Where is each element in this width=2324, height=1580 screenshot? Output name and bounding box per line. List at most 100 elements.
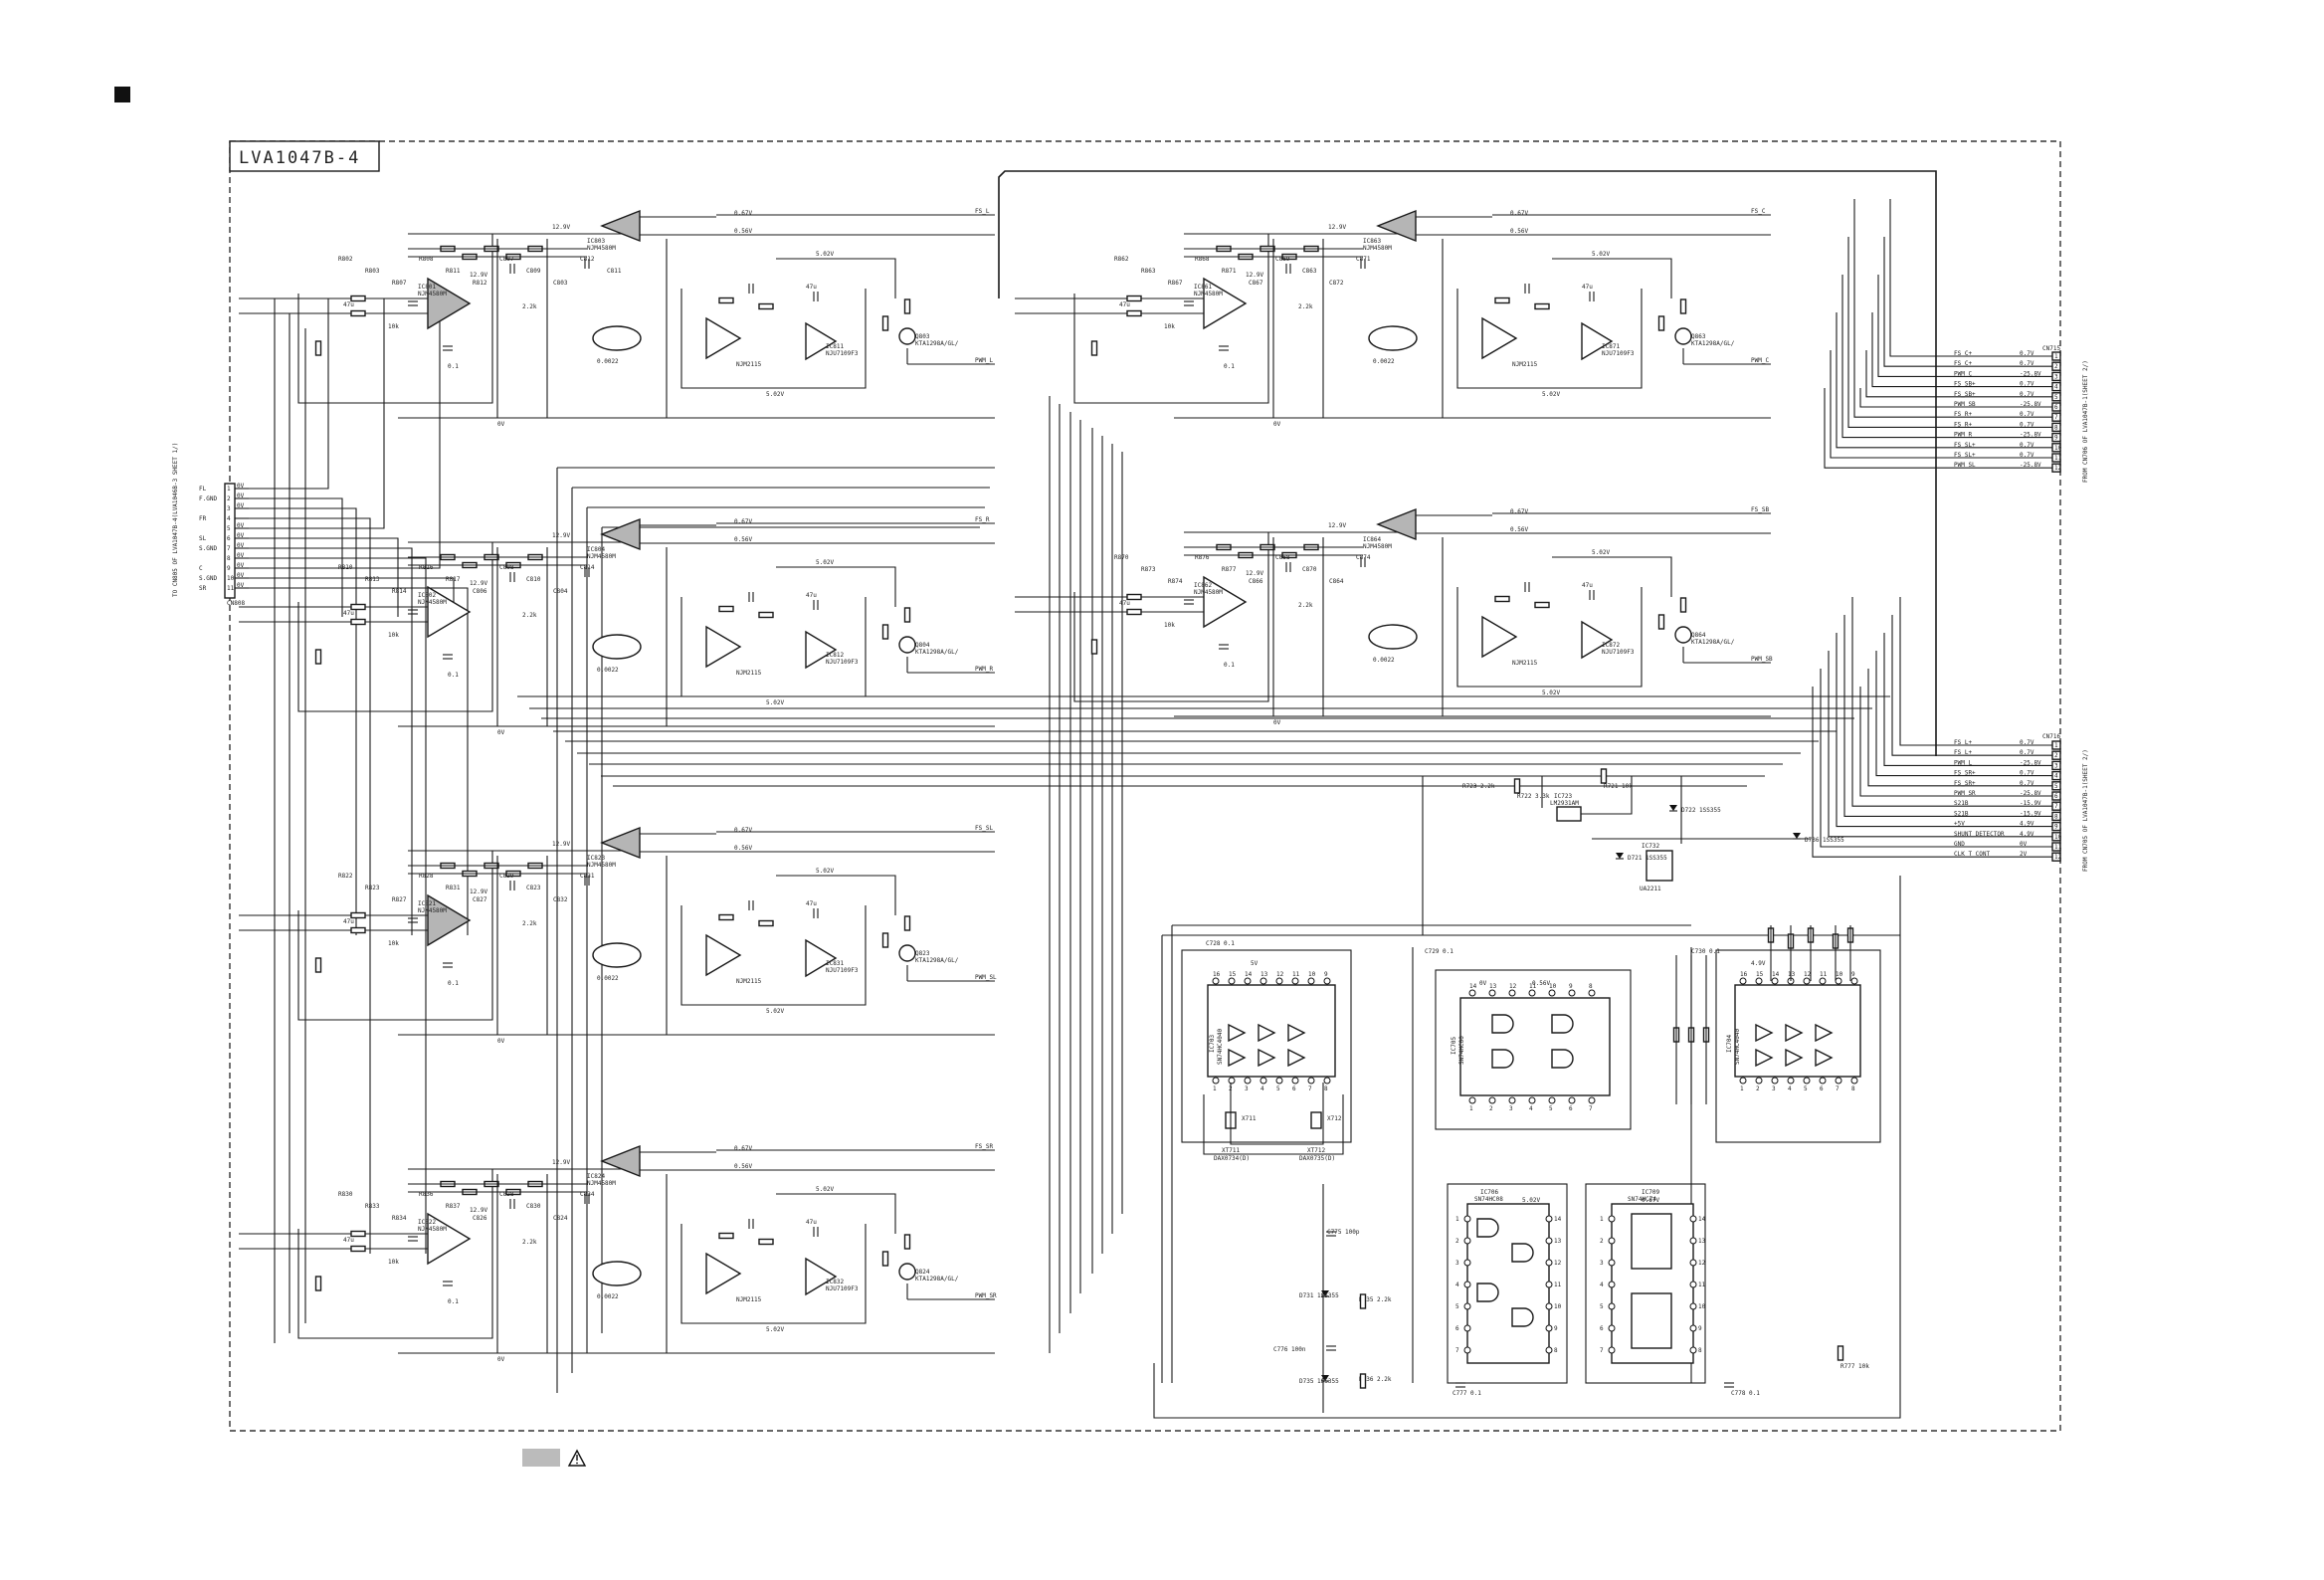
voltage-label: 0.67V: [734, 827, 752, 834]
part-ref: R802: [338, 256, 353, 263]
pin-number: 14: [1245, 971, 1253, 978]
signal-name: PWM_L: [1954, 759, 1972, 766]
comparator-ref: IC832: [826, 1279, 844, 1285]
signal-voltage: -25.8V: [2020, 401, 2041, 408]
ic-pin: [1545, 1237, 1553, 1245]
amp-ic-part: NJM4580M: [418, 1226, 447, 1233]
pin-number: 6: [1292, 1086, 1296, 1092]
voltage-label: 0.56V: [734, 845, 752, 852]
cap-value: 47u: [343, 918, 354, 925]
pin-number: 7: [2054, 414, 2058, 421]
pin-box: [2051, 852, 2061, 862]
pin-number: 8: [2054, 813, 2058, 820]
cap-value: 0.0022: [597, 667, 619, 674]
resistor: [1534, 302, 1550, 310]
amp-ic-part: NJM4580M: [1194, 291, 1223, 297]
pin-number: 4: [2054, 384, 2058, 391]
amp-ic-ref: IC801: [418, 284, 436, 291]
pin-number: 9: [2054, 824, 2058, 831]
voltage-label: 0V: [497, 1356, 505, 1363]
capacitor: [509, 881, 515, 890]
second-opamp-part: NJM2115: [736, 361, 762, 368]
ic-pin: [1568, 1096, 1576, 1104]
capacitor: [748, 592, 754, 602]
pin-box: [2051, 750, 2061, 760]
ic-pin: [1739, 977, 1747, 985]
res-value: 2.2k: [522, 920, 537, 927]
part-ref: C870: [1302, 566, 1317, 573]
xt711-ref: XT711: [1222, 1147, 1240, 1154]
crystal-wire: [1203, 1094, 1344, 1155]
second-stage-box: [680, 597, 867, 697]
buffer-opamp: [600, 517, 641, 551]
and-gate: [1476, 1283, 1499, 1302]
cn808-caption: TO CN805 OF LVA1047B-4(LVA1046B-3 SHEET …: [172, 443, 179, 597]
ic-pin: [1689, 1237, 1697, 1245]
voltage-label: 12.9V: [552, 532, 570, 539]
buffer-gate: [1755, 1048, 1774, 1068]
res-value: 10k: [1164, 323, 1175, 330]
resistor: [1494, 595, 1510, 603]
logic-voltage: 0.56V: [1532, 980, 1550, 987]
pin-number: 15: [1756, 971, 1764, 978]
second-stage-box: [1456, 587, 1643, 688]
buffer-gate: [1785, 1048, 1804, 1068]
ic-pin: [1212, 1077, 1220, 1085]
part-ref: C864: [1329, 578, 1344, 585]
pin-number: 1: [1469, 1105, 1473, 1112]
pin-number: 3: [1455, 1260, 1459, 1267]
resistor: [1126, 309, 1142, 317]
resistor: [1359, 1373, 1367, 1389]
signal-voltage: 0.7V: [2020, 391, 2034, 398]
pin-number: 13: [1554, 1238, 1562, 1245]
ic-pin: [1528, 989, 1536, 997]
comparator-opamp: [1581, 321, 1614, 361]
board-frame: [229, 140, 2061, 1432]
resistor: [1534, 601, 1550, 609]
buffer-gate: [1287, 1048, 1306, 1068]
res-value: 2.2k: [1298, 602, 1313, 609]
capacitor: [408, 1236, 418, 1242]
part-ref: R817: [446, 576, 461, 583]
cn715-ref: CN715: [2042, 345, 2060, 352]
buffer-opamp: [600, 209, 641, 243]
comparator-ref: IC831: [826, 960, 844, 967]
logic-voltage: 0.67V: [1642, 1197, 1659, 1204]
pin-name: S.GND: [199, 575, 217, 582]
crystal-xt712: XT712 DAX0735(D) X712: [1299, 1111, 1342, 1162]
cap-value: 47u: [1119, 301, 1130, 308]
pin-number: 5: [1804, 1086, 1808, 1092]
capacitor: [748, 1219, 754, 1229]
second-opamp-part: NJM2115: [736, 1296, 762, 1303]
ic-pin: [1835, 977, 1842, 985]
signal-name: S21B: [1954, 810, 1969, 817]
signal-voltage: 0V: [2020, 841, 2028, 848]
cap-label: C775 100p: [1327, 1229, 1360, 1236]
voltage-label: 0.56V: [734, 228, 752, 235]
signal-voltage: 0.7V: [2020, 452, 2034, 459]
cap-value: 0.1: [448, 980, 459, 987]
buffer-ic-ref: IC864: [1363, 536, 1381, 543]
buffer-opamp: [600, 826, 641, 860]
pin-number: 8: [2054, 424, 2058, 431]
pin-number: 10: [1554, 1303, 1562, 1310]
pin-number: 13: [1489, 983, 1497, 990]
res-value: 10k: [388, 1259, 399, 1266]
ic706-ref: IC706: [1480, 1189, 1498, 1196]
buffer-ic-ref: IC803: [587, 238, 605, 245]
cn715-fan: [1889, 199, 1950, 357]
pin-number: 13: [1698, 1238, 1706, 1245]
pin-number: 6: [1600, 1325, 1604, 1332]
cap-value: 47u: [343, 301, 354, 308]
pin-box: [2051, 422, 2061, 433]
ic732-part: UA2211: [1640, 886, 1661, 892]
fs-output-label: FS_R: [975, 516, 990, 523]
buffer-opamp: [1376, 209, 1417, 243]
logic-bus: [1153, 876, 1901, 1419]
pin-number: 11: [2054, 844, 2062, 851]
resistor: [903, 607, 911, 623]
